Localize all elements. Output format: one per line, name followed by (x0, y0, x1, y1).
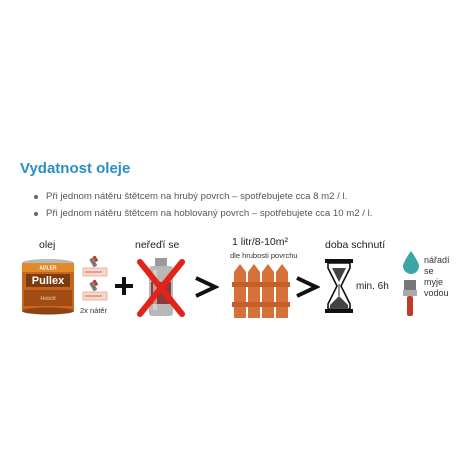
tools-line-1: nářadí (424, 255, 450, 265)
hourglass-icon (325, 259, 353, 313)
oil-label: olej (39, 239, 56, 251)
oil-can-icon: ADLER Pullex Holzöl (22, 259, 74, 315)
tools-text: nářadí se myje vodou (424, 255, 450, 299)
bullet-rough-surface: Při jednom nátěru štětcem na hrubý povrc… (32, 190, 462, 207)
can-maker-text: ADLER (39, 266, 57, 272)
coats-label: 2x nátěr (80, 306, 108, 315)
fence-icon (232, 264, 290, 318)
tools-line-4: vodou (424, 288, 449, 298)
brush-coat-2-icon (82, 280, 108, 301)
paintbrush-icon (403, 280, 417, 316)
can-subtitle-text: Holzöl (40, 296, 55, 302)
plus-icon (115, 277, 133, 295)
no-dilute-label: neřeďí se (135, 239, 180, 251)
drying-time: min. 6h (356, 281, 389, 292)
brush-coat-1-icon (82, 256, 108, 277)
drying-label: doba schnutí (325, 239, 386, 251)
water-drop-icon (403, 251, 419, 274)
coverage-label: 1 litr/8-10m² (232, 236, 289, 248)
section-title: Vydatnost oleje (20, 160, 131, 177)
tools-line-3: myje (424, 277, 444, 287)
thinner-bottle-crossed-icon (137, 258, 185, 317)
tools-line-2: se (424, 266, 434, 276)
arrow-right-icon (195, 276, 219, 298)
arrow-right-icon-2 (296, 276, 320, 298)
coverage-sub-label: dle hrubosti povrchu (230, 251, 298, 260)
can-brand-text: Pullex (32, 275, 65, 287)
bullet-list: Při jednom nátěru štětcem na hrubý povrc… (32, 190, 462, 224)
bullet-planed-surface: Při jednom nátěru štětcem na hoblovaný p… (32, 207, 462, 224)
